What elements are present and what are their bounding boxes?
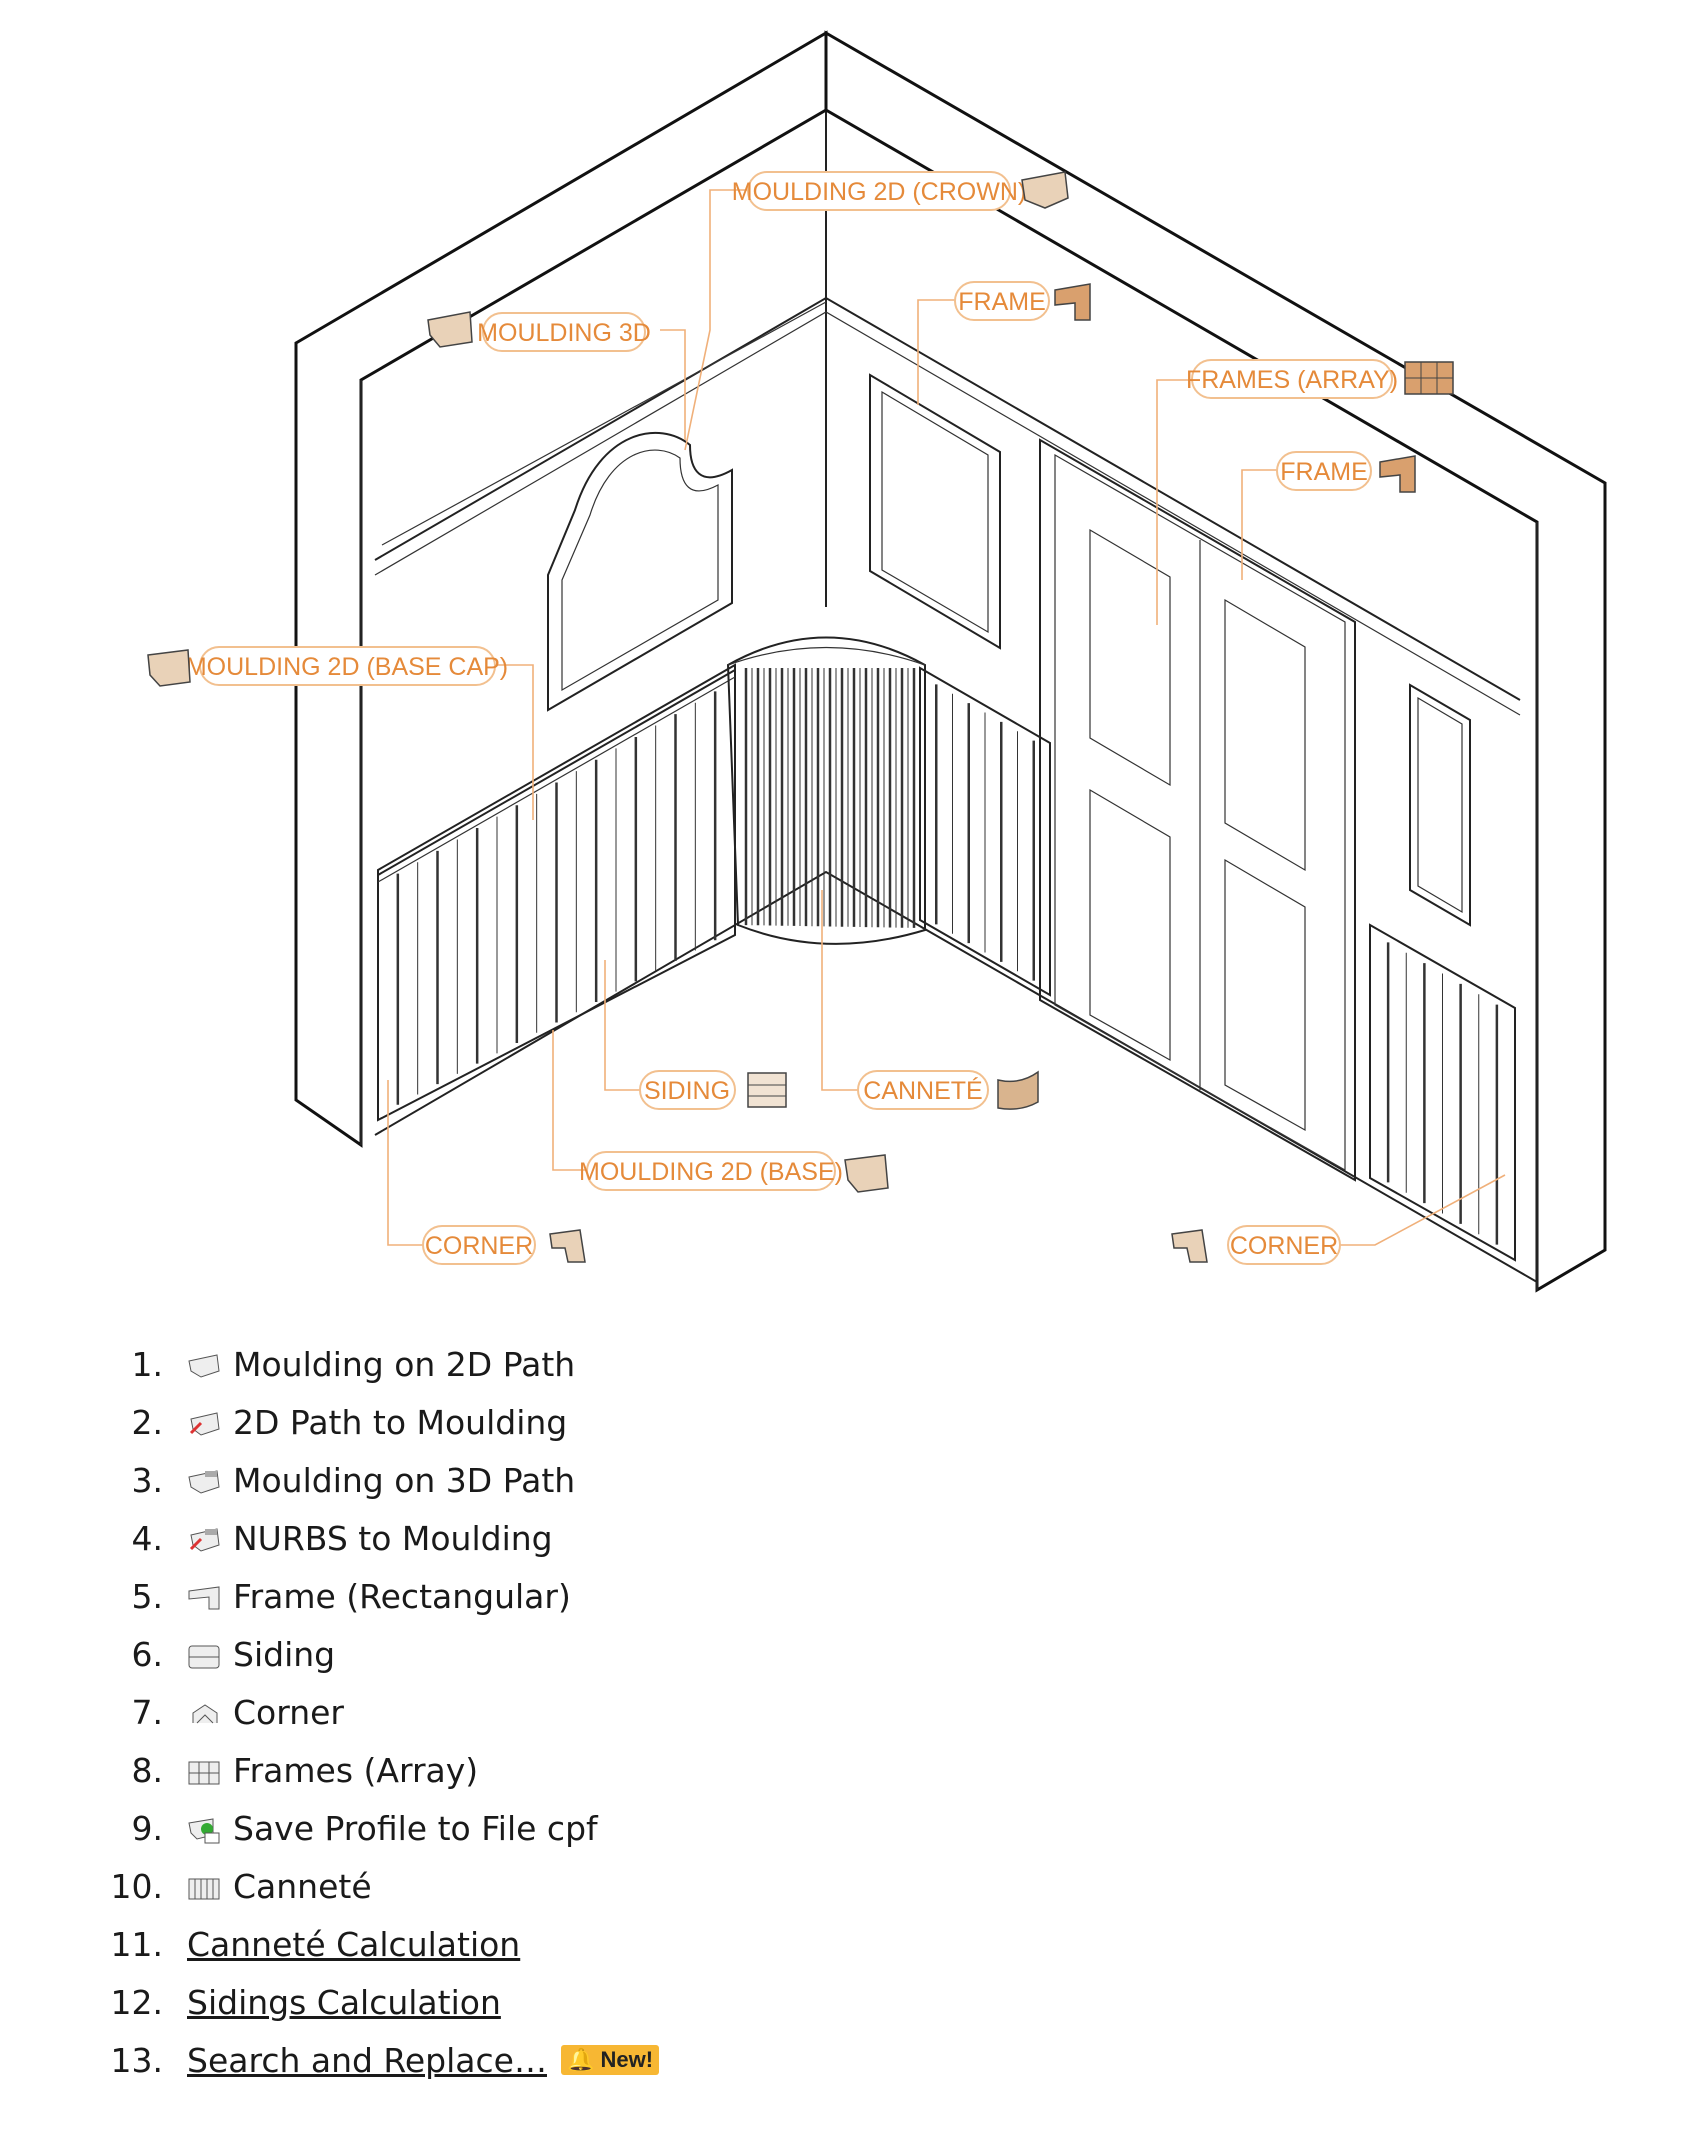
svg-text:MOULDING 2D (BASE): MOULDING 2D (BASE) bbox=[579, 1158, 843, 1186]
svg-text:CORNER: CORNER bbox=[425, 1232, 533, 1260]
small-frame bbox=[1409, 683, 1471, 927]
callout-base-cap: MOULDING 2D (BASE CAP) bbox=[147, 646, 508, 687]
tool-list: 1. Moulding on 2D Path 2. 2D Path to Mou… bbox=[105, 1335, 660, 2089]
list-item: 5. Frame (Rectangular) bbox=[105, 1567, 659, 1625]
callout-cannete: CANNETÉ bbox=[857, 1070, 1039, 1110]
svg-text:MOULDING 2D (BASE CAP): MOULDING 2D (BASE CAP) bbox=[186, 653, 508, 681]
list-label: NURBS to Moulding bbox=[233, 1518, 553, 1558]
list-number: 11. bbox=[110, 1924, 163, 1964]
frame-icon bbox=[187, 1582, 223, 1610]
frame-icon bbox=[1054, 283, 1091, 321]
siding-icon bbox=[747, 1072, 787, 1108]
leader-lines bbox=[387, 189, 1506, 1246]
callout-base: MOULDING 2D (BASE) bbox=[579, 1151, 889, 1193]
list-number: 3. bbox=[131, 1460, 164, 1500]
right-wall bbox=[824, 30, 1607, 1293]
list-number: 7. bbox=[131, 1692, 164, 1732]
callout-siding: SIDING bbox=[639, 1070, 787, 1110]
siding-icon bbox=[187, 1640, 223, 1669]
svg-text:SIDING: SIDING bbox=[644, 1077, 730, 1105]
list-number: 4. bbox=[131, 1518, 164, 1558]
list-number: 1. bbox=[131, 1344, 164, 1384]
list-item: 7. Corner bbox=[105, 1683, 659, 1741]
moulding-crown-icon bbox=[1021, 171, 1069, 209]
moulding-base-icon bbox=[844, 1154, 889, 1193]
svg-text:MOULDING 3D: MOULDING 3D bbox=[477, 319, 651, 347]
frames-array-icon bbox=[187, 1756, 223, 1785]
frames-array-icon bbox=[1404, 361, 1454, 395]
svg-text:CANNETÉ: CANNETÉ bbox=[863, 1076, 982, 1105]
svg-text:FRAME: FRAME bbox=[1280, 458, 1368, 486]
right-siding-b bbox=[1369, 923, 1516, 1262]
svg-text:FRAMES (ARRAY): FRAMES (ARRAY) bbox=[1186, 366, 1398, 394]
list-number: 8. bbox=[131, 1750, 164, 1790]
list-item: 12. Sidings Calculation bbox=[105, 1973, 659, 2031]
callout-corner-left: CORNER bbox=[422, 1225, 586, 1265]
corner-icon bbox=[1171, 1229, 1208, 1263]
square-frame bbox=[869, 373, 1001, 650]
list-item: 2. 2D Path to Moulding bbox=[105, 1393, 659, 1451]
list-number: 13. bbox=[110, 2040, 163, 2080]
nurbs-to-moulding-icon bbox=[187, 1524, 223, 1552]
save-profile-icon bbox=[187, 1814, 223, 1844]
list-item: 9. Save Profile to File cpf bbox=[105, 1799, 659, 1857]
list-item: 13. Search and Replace… 🔔 New! bbox=[105, 2031, 660, 2089]
svg-text:FRAME: FRAME bbox=[958, 288, 1046, 316]
double-doors bbox=[1039, 438, 1356, 1182]
list-item: 8. Frames (Array) bbox=[105, 1741, 659, 1799]
list-label: Moulding on 3D Path bbox=[233, 1460, 576, 1500]
cannete-panel bbox=[726, 636, 926, 945]
list-number: 9. bbox=[131, 1808, 164, 1848]
cannete-icon bbox=[997, 1070, 1039, 1110]
callout-frame-top: FRAME bbox=[954, 281, 1091, 321]
moulding-base-cap-icon bbox=[147, 649, 191, 687]
list-number: 5. bbox=[131, 1576, 164, 1616]
list-label: Moulding on 2D Path bbox=[233, 1344, 576, 1384]
path-to-moulding-icon bbox=[187, 1408, 223, 1436]
list-label: 2D Path to Moulding bbox=[233, 1402, 568, 1442]
moulding-3d-icon bbox=[427, 311, 473, 348]
callout-frame-right: FRAME bbox=[1276, 451, 1416, 493]
svg-text:MOULDING 2D (CROWN): MOULDING 2D (CROWN) bbox=[732, 178, 1026, 206]
corner-icon bbox=[187, 1698, 223, 1726]
wall-corner-diagram: MOULDING 2D (CROWN) MOULDING 3D FRAME FR… bbox=[147, 30, 1607, 1293]
list-link[interactable]: Search and Replace… bbox=[187, 2040, 547, 2080]
left-siding bbox=[377, 663, 736, 1122]
frame-icon bbox=[1379, 455, 1416, 493]
list-label: Frames (Array) bbox=[233, 1750, 479, 1790]
list-item: 6. Siding bbox=[105, 1625, 659, 1683]
list-label: Siding bbox=[233, 1634, 336, 1674]
list-item: 3. Moulding on 3D Path bbox=[105, 1451, 659, 1509]
corner-icon bbox=[549, 1229, 586, 1263]
list-item: 1. Moulding on 2D Path bbox=[105, 1335, 659, 1393]
right-siding-a bbox=[919, 666, 1051, 997]
arched-frame bbox=[547, 431, 733, 712]
list-item: 4. NURBS to Moulding bbox=[105, 1509, 659, 1567]
list-link[interactable]: Sidings Calculation bbox=[187, 1982, 501, 2022]
callout-moulding-3d: MOULDING 3D bbox=[427, 311, 651, 352]
cannete-icon bbox=[187, 1872, 223, 1900]
list-number: 12. bbox=[110, 1982, 163, 2022]
list-label: Corner bbox=[233, 1692, 345, 1732]
list-number: 2. bbox=[131, 1402, 164, 1442]
moulding-3d-icon bbox=[187, 1466, 223, 1494]
list-label: Frame (Rectangular) bbox=[233, 1576, 571, 1616]
callout-frames-array: FRAMES (ARRAY) bbox=[1186, 359, 1454, 399]
list-number: 6. bbox=[131, 1634, 164, 1674]
crown-moulding bbox=[374, 296, 1521, 716]
list-link[interactable]: Canneté Calculation bbox=[187, 1924, 521, 1964]
list-label: Save Profile to File cpf bbox=[233, 1808, 598, 1848]
list-number: 10. bbox=[110, 1866, 163, 1906]
list-label: Canneté bbox=[233, 1866, 372, 1906]
callout-corner-right: CORNER bbox=[1171, 1225, 1341, 1265]
new-badge: 🔔 New! bbox=[560, 2045, 660, 2075]
svg-text:CORNER: CORNER bbox=[1230, 1232, 1338, 1260]
list-item: 11. Canneté Calculation bbox=[105, 1915, 659, 1973]
list-item: 10. Canneté bbox=[105, 1857, 659, 1915]
callout-crown: MOULDING 2D (CROWN) bbox=[732, 171, 1069, 211]
moulding-2d-icon bbox=[187, 1350, 223, 1378]
